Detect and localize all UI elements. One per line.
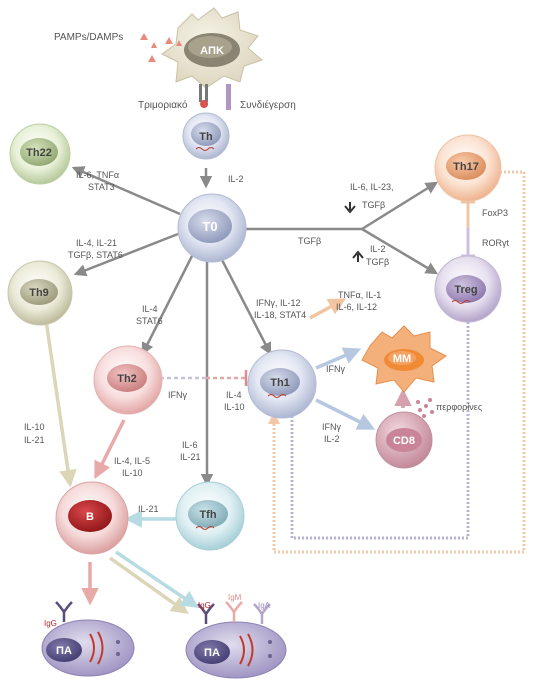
tfh-signal-1: IL-6 [182, 440, 198, 450]
arrow-t0-to-th22 [71, 166, 181, 216]
th-top-cell [182, 112, 230, 160]
cd8-label: CD8 [393, 435, 415, 447]
mm-signal-2: IL-6, IL-12 [336, 302, 377, 312]
th9-signal-1: IL-4, IL-21 [76, 238, 117, 248]
igg-right-label: IgG [198, 601, 211, 610]
th1-cell [247, 349, 317, 419]
th22-signal-2: STAT3 [88, 182, 115, 192]
pamps-triangles [140, 33, 182, 62]
ifng-mm-label: IFNγ [326, 364, 345, 374]
treg-feedback [290, 318, 470, 540]
tfh-cell [175, 481, 245, 551]
syndiegersi-label: Συνδιέγερση [240, 99, 296, 111]
perforin-dots [416, 398, 434, 418]
mm-cell [361, 325, 447, 393]
th9-b-signal-1: IL-10 [24, 422, 45, 432]
il21-tfh-label: IL-21 [138, 504, 159, 514]
th17-signal-1: IL-6, IL-23, [350, 182, 394, 192]
th22-signal-1: IL-6, TNFα [76, 170, 119, 180]
secondary-arrows [44, 298, 412, 615]
pa-right-label: ΠΑ [204, 647, 220, 659]
th2-b-signal-1: IL-4, IL-5 [114, 456, 150, 466]
th2-cell [93, 345, 163, 415]
up-arrow-icon [352, 250, 364, 262]
th17-treg-inhibition [461, 200, 475, 258]
t0-label: T0 [202, 219, 217, 234]
th17-label: Th17 [453, 161, 479, 173]
arrow-t0-to-th9 [73, 232, 179, 277]
treg-signal-2: TGFβ [366, 257, 389, 267]
tfh-signal-2: IL-21 [180, 452, 201, 462]
th17-feedback [272, 170, 526, 554]
th1-signal-2: IL-18, STAT4 [254, 310, 306, 320]
th9-signal-2: TGFβ, STAT6 [68, 250, 123, 260]
th2-b-signal-2: IL-10 [122, 468, 143, 478]
th17-feedback-head [268, 412, 280, 424]
apc-cell [161, 7, 263, 89]
th1-signal-1: IFNγ, IL-12 [256, 298, 301, 308]
plasma-cell-left [41, 601, 135, 677]
ifng-th2-label: IFNγ [168, 390, 187, 400]
pamps-label: PAMPs/DAMPs [54, 32, 123, 43]
th22-label: Th22 [26, 147, 52, 159]
th22-cell [9, 123, 71, 185]
treg-cell [434, 255, 502, 323]
cd8-signal-1: IFNγ [322, 422, 341, 432]
th1-inh-signal-1: IL-4 [226, 390, 242, 400]
igg-left-label: IgG [44, 619, 57, 628]
pa-left-label: ΠΑ [56, 645, 72, 657]
th2-th1-inhibition [158, 370, 248, 386]
b-label: B [86, 511, 94, 523]
perforines-label: περφορίνες [436, 402, 483, 412]
th9-b-signal-2: IL-21 [24, 435, 45, 445]
synapse [199, 84, 231, 110]
mm-signal-1: TNFα, IL-1 [338, 290, 381, 300]
th17-signal-2: TGFβ [362, 200, 385, 210]
il2-top-label: IL-2 [228, 174, 244, 184]
arrow-t0-to-th1 [218, 255, 272, 356]
arrow-split-to-treg [361, 227, 439, 275]
foxp3-label: FoxP3 [482, 208, 508, 218]
trimoriako-label: Τριμοριακό [138, 99, 188, 111]
th17-cell [434, 134, 502, 202]
treg-label: Treg [454, 284, 477, 296]
t0-cell [177, 193, 247, 263]
down-arrow-icon [344, 202, 356, 214]
roryt-label: RORγt [482, 238, 509, 248]
differentiation-arrows [71, 166, 439, 487]
mm-label: ΜΜ [393, 353, 411, 365]
arrow-t0-to-th2 [141, 255, 194, 356]
th2-signal-2: STAT6 [136, 316, 163, 326]
th2-label: Th2 [117, 373, 137, 385]
th2-signal-1: IL-4 [142, 304, 158, 314]
arrow-split-to-th17 [361, 181, 439, 231]
th1-label: Th1 [270, 377, 290, 389]
th-top-label: Th [199, 131, 213, 143]
cd8-cell [375, 411, 433, 469]
apc-label: ΑΠΚ [200, 45, 224, 57]
iga-label: IgA [258, 601, 271, 610]
th1-inh-signal-2: IL-10 [224, 402, 245, 412]
b-cell [55, 481, 129, 555]
plasma-cell-right [185, 601, 287, 679]
th9-label: Th9 [29, 287, 49, 299]
tgfb-label: TGFβ [298, 236, 321, 246]
igm-label: IgM [228, 593, 242, 602]
th9-cell [7, 260, 73, 326]
cd8-signal-2: IL-2 [324, 434, 340, 444]
feedback-loops [272, 170, 526, 554]
tfh-label: Tfh [199, 509, 216, 521]
treg-signal-1: IL-2 [370, 244, 386, 254]
